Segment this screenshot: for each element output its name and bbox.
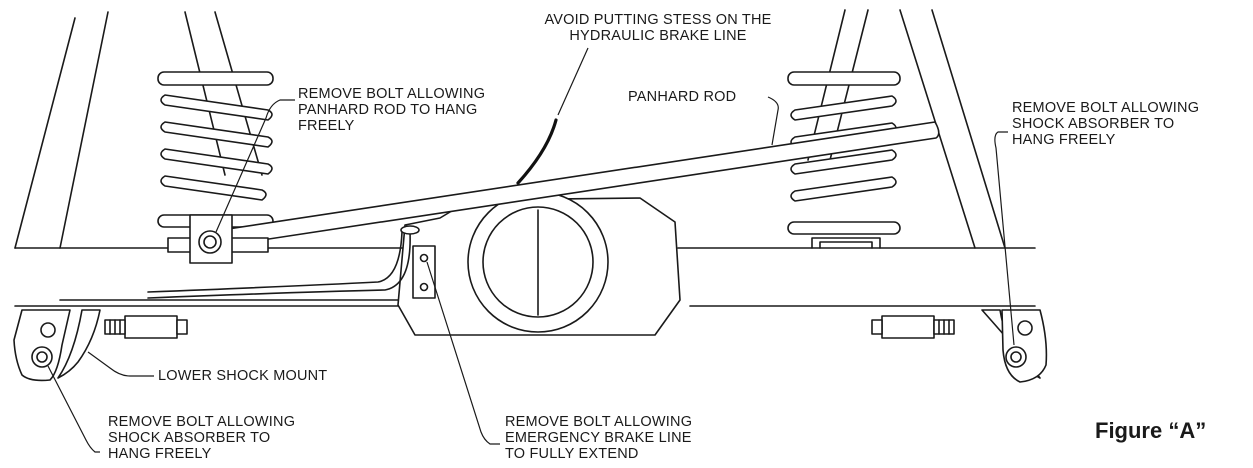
right-spring-perch	[811, 237, 881, 249]
hydraulic-brake-line	[516, 118, 558, 185]
callout-panhard-rod: PANHARD ROD	[628, 89, 737, 105]
left-frame-rail	[14, 11, 263, 249]
panhard-rod-mount	[167, 214, 269, 264]
callout-panhard-bolt: REMOVE BOLT ALLOWING PANHARD ROD TO HANG…	[298, 86, 486, 134]
callout-emergency-brake-bolt: REMOVE BOLT ALLOWING EMERGENCY BRAKE LIN…	[505, 414, 693, 462]
axle-housing	[14, 247, 1036, 307]
callout-lower-shock-mount: LOWER SHOCK MOUNT	[158, 368, 328, 384]
right-lower-shock-mount	[981, 309, 1048, 383]
right-bump-stop	[871, 315, 955, 339]
differential	[397, 191, 681, 336]
emergency-brake-line	[147, 225, 436, 299]
callout-shock-bolt-right: REMOVE BOLT ALLOWING SHOCK ABSORBER TO H…	[1012, 100, 1200, 148]
left-bump-stop	[104, 315, 188, 339]
left-lower-shock-mount	[13, 309, 101, 382]
figure-label: Figure “A”	[1095, 418, 1207, 443]
callout-shock-bolt-left: REMOVE BOLT ALLOWING SHOCK ABSORBER TO H…	[108, 414, 296, 462]
leader-lines	[47, 47, 1015, 453]
left-coil-spring	[157, 71, 274, 228]
callout-brake-line-stress: AVOID PUTTING STESS ON THE HYDRAULIC BRA…	[544, 12, 772, 44]
panhard-rod	[207, 121, 940, 248]
